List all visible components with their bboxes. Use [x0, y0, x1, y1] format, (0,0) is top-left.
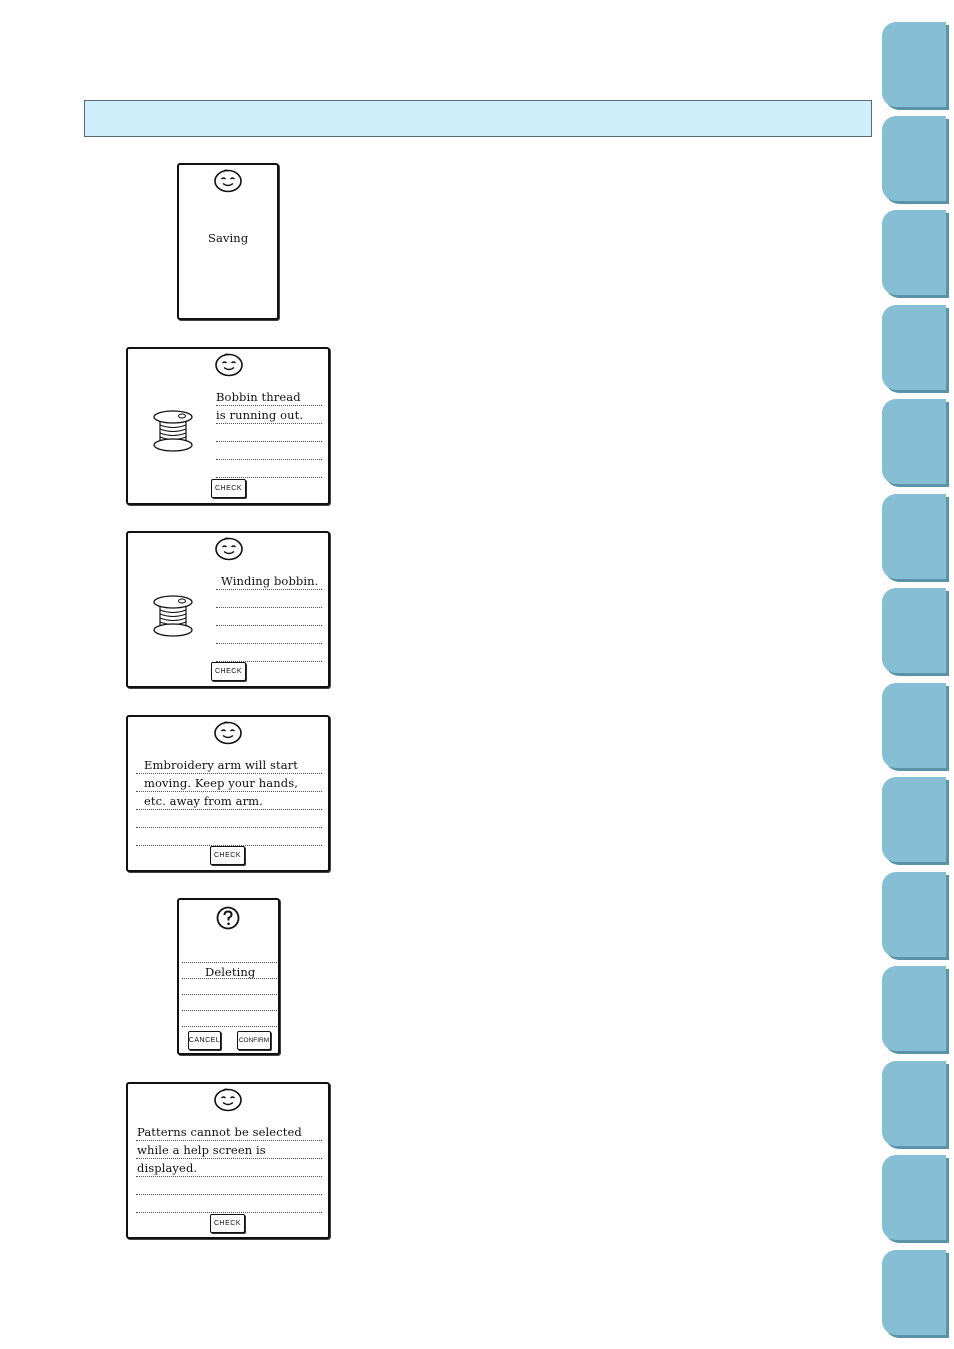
side-tab-3[interactable]: [882, 210, 946, 295]
winding-bobbin-screen: Winding bobbin. CHECK: [126, 531, 330, 688]
message-line: Embroidery arm will start: [144, 758, 299, 772]
side-tab-1[interactable]: [882, 22, 946, 107]
side-tab-12[interactable]: [882, 1061, 946, 1146]
message-line: Deleting: [205, 965, 256, 979]
side-tab-10[interactable]: [882, 872, 946, 957]
message-line: is running out.: [216, 408, 304, 422]
side-tab-6[interactable]: [882, 494, 946, 579]
message-line: Patterns cannot be selected: [137, 1125, 302, 1139]
embroidery-arm-screen: Embroidery arm will start moving. Keep y…: [126, 715, 330, 872]
smiley-face-icon: [214, 169, 242, 193]
side-tab-4[interactable]: [882, 305, 946, 390]
side-tab-13[interactable]: [882, 1155, 946, 1240]
side-tab-9[interactable]: [882, 777, 946, 862]
cancel-button[interactable]: CANCEL: [188, 1031, 221, 1050]
check-button[interactable]: CHECK: [211, 479, 246, 498]
help-screen-warning: Patterns cannot be selected while a help…: [126, 1082, 330, 1239]
message-line: displayed.: [137, 1161, 198, 1175]
side-tab-2[interactable]: [882, 116, 946, 201]
smiley-face-icon: [215, 537, 243, 561]
confirm-button[interactable]: CONFIRM: [237, 1031, 271, 1050]
bobbin-running-out-screen: Bobbin thread is running out. CHECK: [126, 347, 330, 505]
question-circle-icon: [216, 906, 240, 930]
message-line: Saving: [208, 231, 249, 245]
message-line: Bobbin thread: [216, 390, 301, 404]
deleting-screen: Deleting CANCEL CONFIRM: [177, 898, 280, 1055]
bobbin-spool-icon: [153, 595, 193, 637]
side-tab-14[interactable]: [882, 1250, 946, 1335]
smiley-face-icon: [214, 721, 242, 745]
side-tab-7[interactable]: [882, 588, 946, 673]
side-tab-8[interactable]: [882, 683, 946, 768]
message-line: moving. Keep your hands,: [144, 776, 298, 790]
side-tab-11[interactable]: [882, 966, 946, 1051]
side-tab-5[interactable]: [882, 399, 946, 484]
message-line: etc. away from arm.: [144, 794, 263, 808]
section-header-bar: [84, 100, 872, 137]
saving-screen: Saving: [177, 163, 279, 320]
message-line: Winding bobbin.: [221, 574, 319, 588]
check-button[interactable]: CHECK: [210, 1214, 245, 1233]
bobbin-spool-icon: [153, 410, 193, 452]
message-line: while a help screen is: [137, 1143, 266, 1157]
smiley-face-icon: [215, 353, 243, 377]
smiley-face-icon: [214, 1088, 242, 1112]
check-button[interactable]: CHECK: [211, 662, 246, 681]
check-button[interactable]: CHECK: [210, 846, 245, 865]
